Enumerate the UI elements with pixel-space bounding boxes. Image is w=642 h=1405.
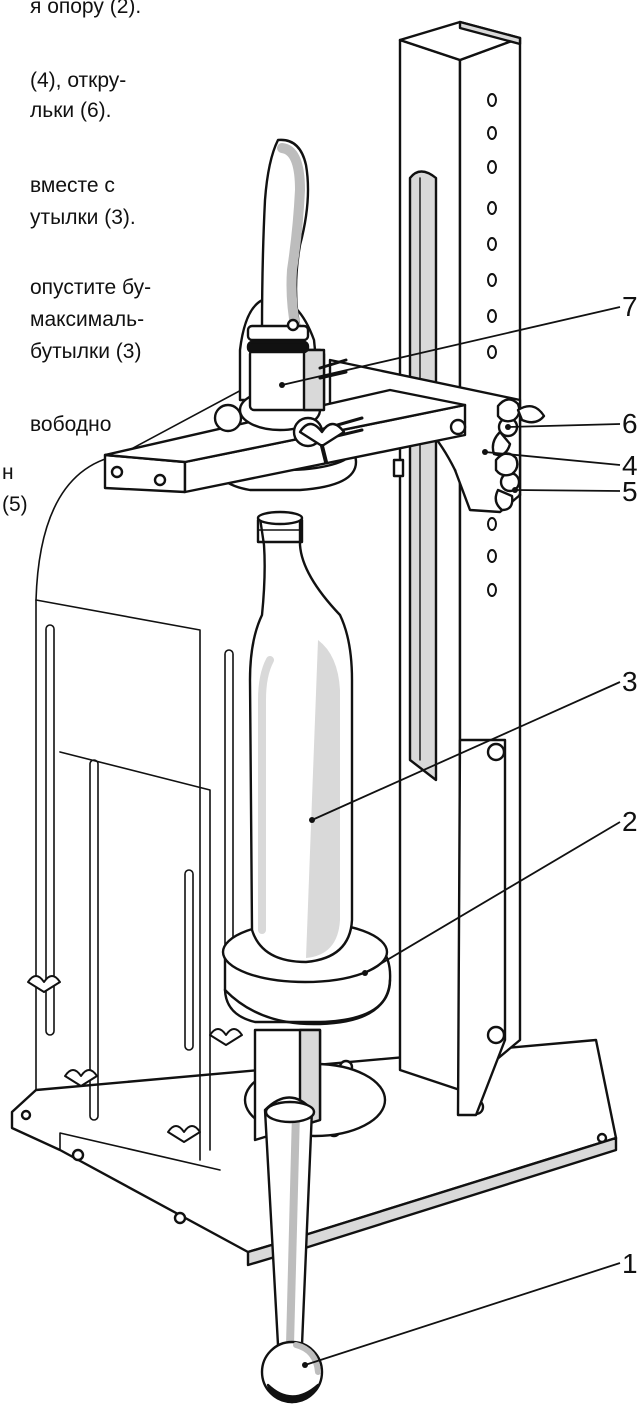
leader-lines xyxy=(281,306,621,1366)
instruction-text-line-7: максималь- xyxy=(30,308,145,331)
wing-nut-6 xyxy=(491,398,546,457)
callout-7: 7 xyxy=(622,291,638,322)
instruction-text-line-2: (4), откру- xyxy=(30,69,127,92)
callout-1: 1 xyxy=(622,1248,638,1279)
leader-dots xyxy=(279,382,518,1368)
instruction-text-line-8: бутылки (3) xyxy=(30,340,142,363)
guard-wing-nuts xyxy=(27,975,243,1143)
instruction-text-line-10: н xyxy=(2,461,14,484)
callout-4: 4 xyxy=(622,450,638,481)
transparent-guard xyxy=(35,379,261,1171)
wing-nut-5 xyxy=(494,452,521,512)
lever-handle xyxy=(260,1096,324,1404)
bottle xyxy=(248,510,354,964)
instruction-text-line-5: утылки (3). xyxy=(30,206,136,229)
instruction-text-line-1: я опору (2). xyxy=(30,0,142,18)
instruction-text-line-9: вободно xyxy=(30,413,112,436)
callout-6: 6 xyxy=(622,408,638,439)
instruction-text-line-11: (5) xyxy=(2,493,28,516)
callout-5: 5 xyxy=(622,476,638,507)
instruction-text-line-3: льки (6). xyxy=(30,99,112,122)
instruction-text-line-4: вместе с xyxy=(30,174,115,197)
instruction-text-line-6: опустите бу- xyxy=(30,276,152,299)
callout-2: 2 xyxy=(622,806,638,837)
callout-3: 3 xyxy=(622,666,638,697)
support-strap xyxy=(456,738,507,1117)
head-handle xyxy=(246,138,310,354)
